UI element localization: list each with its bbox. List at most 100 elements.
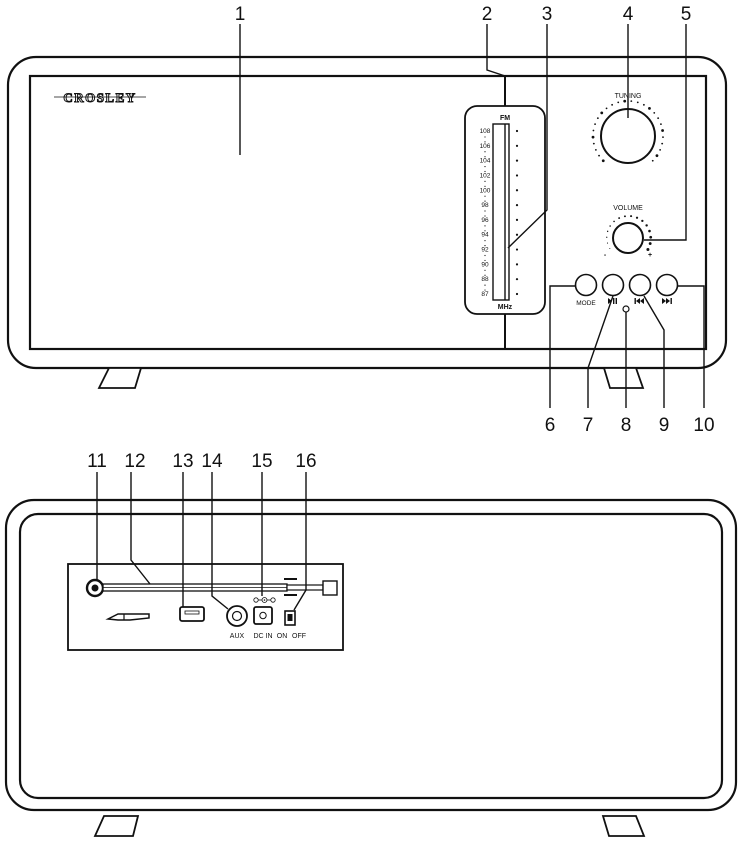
callout-14: 14 bbox=[201, 451, 223, 472]
tuning-scale-dot bbox=[592, 142, 595, 145]
front-view: CROSLEY FM MHz 1081061041021009896949290… bbox=[6, 4, 728, 436]
dial-frequency-label: 100 bbox=[480, 187, 491, 194]
callout-15: 15 bbox=[251, 451, 272, 472]
dial-marker-dot bbox=[515, 278, 519, 281]
tuning-scale-dot bbox=[630, 100, 633, 103]
antenna-clip bbox=[284, 578, 297, 596]
volume-scale-dot bbox=[606, 236, 608, 238]
callout-line-2 bbox=[486, 24, 506, 105]
volume-label: VOLUME bbox=[613, 205, 643, 212]
volume-knob[interactable] bbox=[612, 222, 644, 254]
callout-2: 2 bbox=[482, 4, 493, 25]
previous-button[interactable] bbox=[628, 273, 652, 297]
dc-polarity-icon bbox=[253, 597, 276, 603]
tuning-scale-dots bbox=[591, 99, 664, 163]
tuning-scale-dot bbox=[611, 103, 614, 106]
dial-marker-dot bbox=[515, 174, 519, 177]
tuning-scale-dot bbox=[657, 117, 660, 120]
callout-13: 13 bbox=[172, 451, 193, 472]
dial-minor-tick bbox=[484, 185, 486, 187]
volume-scale-dot bbox=[618, 217, 621, 219]
mode-button[interactable] bbox=[574, 273, 598, 297]
dial-minor-tick bbox=[484, 136, 486, 138]
dial-minor-tick bbox=[484, 274, 486, 276]
dial-minor-tick bbox=[484, 259, 486, 262]
tuning-scale-dot bbox=[591, 135, 595, 139]
aux-label: AUX bbox=[230, 633, 245, 640]
callout-8: 8 bbox=[621, 415, 632, 436]
dial-minor-tick bbox=[484, 215, 486, 217]
rear-connector-panel bbox=[67, 563, 344, 651]
tuning-scale-dot bbox=[648, 106, 651, 110]
dial-marker-dot bbox=[515, 203, 519, 207]
dial-minor-tick bbox=[484, 141, 486, 143]
volume-scale-dot bbox=[623, 215, 626, 218]
dial-minor-tick bbox=[484, 165, 486, 168]
tuning-scale-dot bbox=[659, 149, 662, 151]
tuning-scale-dot bbox=[600, 111, 604, 115]
callout-6: 6 bbox=[545, 415, 556, 436]
dial-marker-dot bbox=[515, 263, 519, 266]
antenna-holder bbox=[105, 613, 150, 621]
volume-scale-dot bbox=[609, 248, 611, 249]
dial-minor-tick bbox=[484, 200, 486, 202]
tuning-scale-dot bbox=[596, 117, 599, 120]
dial-frequency-label: 92 bbox=[481, 247, 489, 254]
tuning-scale-dot bbox=[661, 129, 664, 132]
tuning-scale-dot bbox=[651, 159, 654, 162]
callout-line-12 bbox=[130, 472, 151, 585]
play-pause-icon bbox=[608, 298, 617, 304]
callout-3: 3 bbox=[542, 4, 553, 25]
dial-minor-tick bbox=[484, 225, 486, 227]
dial-minor-tick bbox=[484, 289, 486, 291]
dial-marker-dot bbox=[515, 129, 519, 133]
dial-marker-dot bbox=[515, 218, 519, 222]
skip-previous-icon bbox=[634, 298, 644, 304]
rear-view: AUX DC IN ON OFF 11 12 13 14 15 16 bbox=[4, 451, 738, 837]
next-button[interactable] bbox=[655, 273, 679, 297]
dial-frequency-label: 90 bbox=[481, 261, 489, 268]
dial-minor-tick bbox=[484, 284, 486, 286]
volume-scale-dots bbox=[606, 215, 653, 251]
dial-frequency-label: 98 bbox=[481, 202, 489, 209]
telescopic-antenna[interactable] bbox=[85, 578, 338, 598]
indicator-light bbox=[622, 305, 630, 313]
play-pause-button[interactable] bbox=[601, 273, 625, 297]
tuning-scale-dot bbox=[655, 154, 659, 158]
front-right-foot bbox=[602, 367, 645, 389]
dc-in-label: DC IN bbox=[253, 633, 272, 640]
dial-marker-dot bbox=[515, 292, 519, 296]
tuning-scale-dot bbox=[592, 129, 595, 132]
tuning-scale-dot bbox=[594, 149, 597, 151]
rear-panel bbox=[18, 512, 724, 800]
tuning-scale-dot bbox=[605, 107, 608, 110]
tuning-scale-dot bbox=[653, 111, 656, 114]
volume-scale-dot bbox=[649, 235, 653, 239]
volume-scale-dot bbox=[635, 216, 639, 219]
dial-band-label: FM bbox=[500, 115, 510, 122]
volume-scale-dot bbox=[606, 242, 609, 244]
tuning-scale-dot bbox=[661, 142, 664, 145]
volume-minus: - bbox=[604, 252, 607, 259]
dial-minor-tick bbox=[484, 170, 486, 173]
dial-marker-dot bbox=[515, 159, 519, 162]
front-left-foot bbox=[97, 367, 143, 389]
volume-plus: + bbox=[648, 252, 652, 259]
dial-frequency-label: 106 bbox=[480, 143, 491, 150]
dial-frequency-label: 94 bbox=[481, 232, 489, 239]
front-panel bbox=[28, 74, 708, 351]
dial-minor-tick bbox=[484, 254, 486, 257]
callout-7: 7 bbox=[583, 415, 594, 436]
callout-5: 5 bbox=[681, 4, 692, 25]
tuning-scale-dot bbox=[601, 159, 605, 163]
on-label: ON bbox=[277, 633, 288, 640]
dial-minor-tick bbox=[484, 245, 486, 247]
callout-line-6 bbox=[549, 285, 576, 408]
callout-12: 12 bbox=[124, 451, 145, 472]
dial-marker-dot bbox=[515, 233, 519, 236]
dial-frequency-label: 88 bbox=[481, 276, 489, 283]
tuning-scale-dot bbox=[598, 154, 600, 157]
callout-line-14 bbox=[211, 472, 229, 610]
